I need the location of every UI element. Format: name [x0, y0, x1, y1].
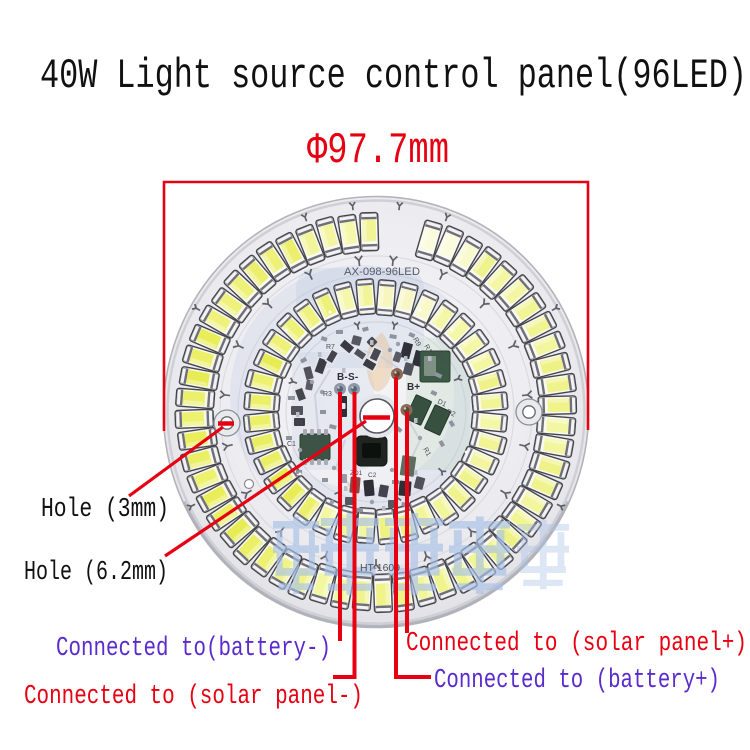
svg-text:Hole (6.2mm): Hole (6.2mm): [24, 558, 168, 588]
svg-text:Connected to (battery+): Connected to (battery+): [434, 666, 720, 696]
svg-text:B-S-: B-S-: [337, 372, 358, 383]
svg-text:Connected to (solar panel+): Connected to (solar panel+): [406, 629, 747, 659]
svg-text:C1: C1: [287, 441, 296, 448]
svg-text:C2: C2: [368, 472, 377, 479]
svg-text:Connected to(battery-): Connected to(battery-): [56, 634, 331, 664]
svg-text:R3: R3: [323, 391, 332, 398]
svg-text:R7: R7: [326, 344, 335, 351]
svg-text:D2: D2: [445, 408, 456, 418]
svg-text:R1: R1: [421, 447, 432, 458]
svg-text:AX-098-96LED: AX-098-96LED: [344, 266, 420, 278]
svg-text:D1: D1: [436, 398, 447, 408]
svg-text:HT-1609: HT-1609: [360, 562, 400, 574]
svg-text:R4: R4: [294, 420, 303, 427]
svg-text:R9: R9: [411, 337, 422, 348]
svg-text:Hole (3mm): Hole (3mm): [41, 495, 169, 525]
svg-text:Connected to (solar panel-): Connected to (solar panel-): [24, 682, 363, 712]
svg-text:40W Light source control panel: 40W Light source control panel(96LED): [40, 52, 747, 100]
svg-text:B+: B+: [407, 382, 420, 393]
svg-text:Φ97.7mm: Φ97.7mm: [307, 126, 449, 176]
